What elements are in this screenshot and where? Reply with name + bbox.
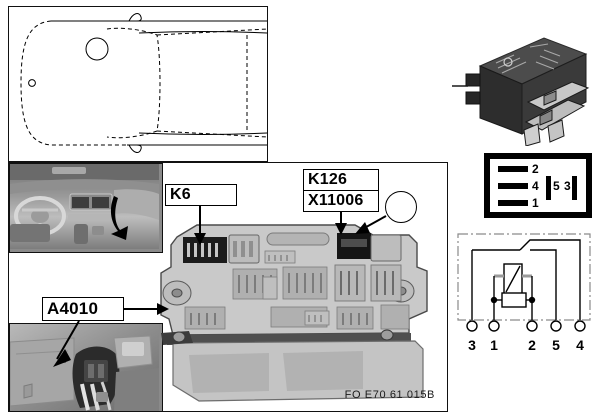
schematic-node-left bbox=[490, 296, 498, 304]
pin-blade-1 bbox=[498, 200, 528, 206]
terminal-circle-1 bbox=[488, 320, 500, 332]
schematic-boundary bbox=[457, 233, 591, 321]
a4010-leader-arrows bbox=[53, 303, 169, 367]
pin-number-1: 1 bbox=[532, 196, 539, 210]
k6-leader-arrow bbox=[194, 206, 206, 245]
terminal-circle-4 bbox=[574, 320, 586, 332]
schematic-terminal-4: 4 bbox=[576, 337, 584, 353]
blank-circle-leader-arrow bbox=[355, 215, 387, 234]
terminal-circle-2 bbox=[526, 320, 538, 332]
vehicle-top-view-outline bbox=[20, 13, 267, 153]
callout-k126-label: K126 bbox=[308, 171, 348, 188]
relay-terminal-layout-box: 2 4 1 5 3 bbox=[484, 153, 592, 218]
terminal-circle-3 bbox=[466, 320, 478, 332]
vehicle-outline-panel bbox=[8, 6, 268, 162]
pin-blade-2 bbox=[498, 166, 528, 172]
callout-k6: K6 bbox=[165, 184, 237, 206]
callout-blank-circle bbox=[385, 191, 417, 223]
callout-a4010: A4010 bbox=[42, 297, 124, 321]
callout-a4010-label: A4010 bbox=[47, 299, 99, 318]
terminal-circle-5 bbox=[550, 320, 562, 332]
pin-blade-4 bbox=[498, 183, 528, 189]
schematic-terminal-1: 1 bbox=[490, 337, 498, 353]
schematic-node-right bbox=[528, 296, 536, 304]
schematic-terminal-5: 5 bbox=[552, 337, 560, 353]
callout-x11006-label: X11006 bbox=[308, 192, 364, 209]
pin-number-4: 4 bbox=[532, 179, 539, 193]
pin-number-5: 5 bbox=[553, 179, 560, 193]
pin-number-2: 2 bbox=[532, 162, 539, 176]
footwell-connector-photo bbox=[9, 323, 163, 411]
relay-component-photo bbox=[418, 30, 592, 147]
callout-k6-label: K6 bbox=[170, 186, 191, 203]
fusebox-location-panel: K6 K126 X11006 A4010 FO E70 61 015B bbox=[8, 162, 448, 412]
document-footer-code: FO E70 61 015B bbox=[344, 389, 435, 401]
dashboard-interior-photo bbox=[9, 163, 163, 253]
callout-x11006: X11006 bbox=[303, 190, 379, 212]
pin-blade-5 bbox=[546, 176, 551, 200]
schematic-terminal-3: 3 bbox=[468, 337, 476, 353]
pin-blade-3 bbox=[572, 176, 577, 200]
relay-schematic: 3 1 2 5 4 bbox=[452, 228, 598, 358]
k126-leader-arrow bbox=[335, 212, 347, 235]
front-power-distribution-box bbox=[160, 224, 428, 402]
pin-number-3: 3 bbox=[564, 179, 571, 193]
schematic-terminal-2: 2 bbox=[528, 337, 536, 353]
